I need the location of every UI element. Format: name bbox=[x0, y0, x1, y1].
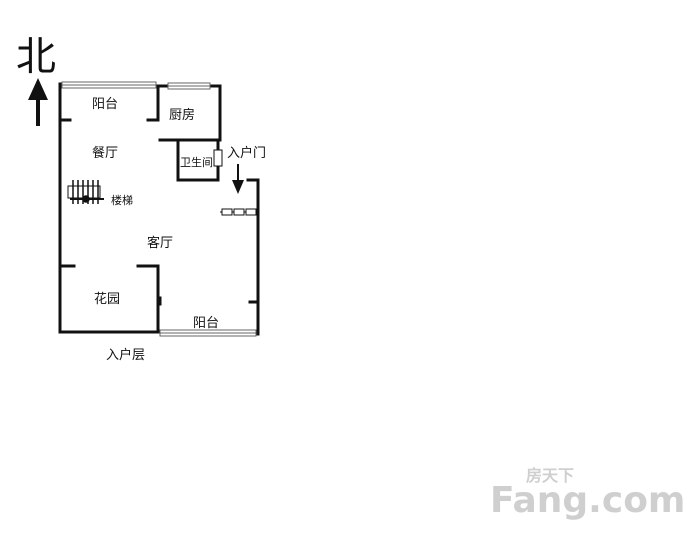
sliding-door-icon bbox=[220, 208, 257, 216]
label-balcony-bottom: 阳台 bbox=[193, 316, 219, 331]
north-arrow-icon bbox=[28, 78, 48, 126]
windows bbox=[61, 81, 257, 337]
north-label: 北 bbox=[16, 34, 56, 80]
entrance-arrow-icon bbox=[232, 164, 244, 194]
bathroom-fixture-icon bbox=[213, 149, 223, 167]
label-living: 客厅 bbox=[147, 235, 173, 251]
stairs-icon bbox=[67, 180, 104, 204]
watermark-chinese: 房天下 bbox=[526, 466, 574, 485]
label-balcony-top: 阳台 bbox=[92, 97, 118, 112]
label-dining: 餐厅 bbox=[92, 145, 118, 161]
watermark-brand: Fang.com bbox=[490, 480, 685, 521]
label-bathroom: 卫生间 bbox=[180, 155, 213, 169]
floor-label: 入户层 bbox=[106, 347, 145, 363]
label-kitchen: 厨房 bbox=[169, 107, 195, 123]
label-entrance-door: 入户门 bbox=[227, 145, 266, 161]
label-stairs: 楼梯 bbox=[111, 193, 133, 207]
watermark-logo: 房天下 Fang.com bbox=[490, 466, 685, 521]
label-garden: 花园 bbox=[94, 291, 120, 307]
